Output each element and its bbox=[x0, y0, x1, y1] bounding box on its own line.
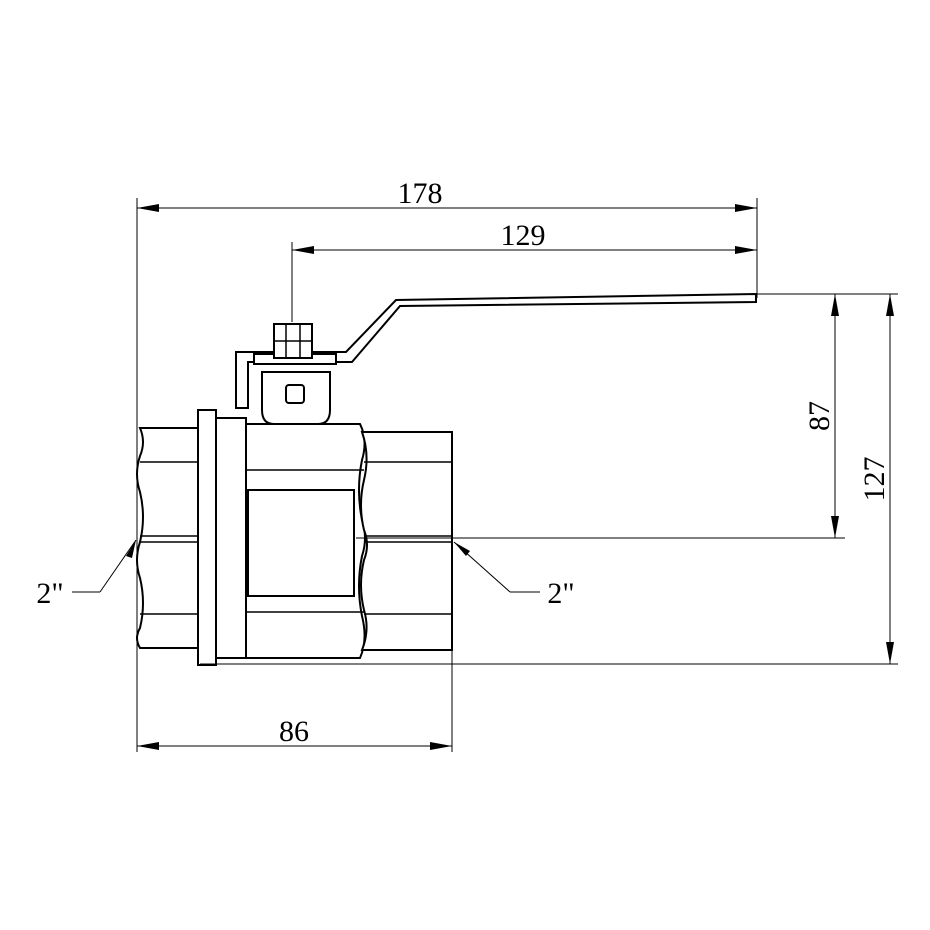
dim-handle-length: 129 bbox=[501, 219, 546, 252]
stem-square bbox=[285, 384, 305, 404]
dim-body-length: 86 bbox=[279, 715, 309, 748]
body-window bbox=[247, 489, 355, 597]
flange-ring bbox=[215, 417, 247, 659]
thread-size-left: 2" bbox=[36, 577, 63, 610]
thread-size-right: 2" bbox=[547, 577, 574, 610]
right-hex-end bbox=[360, 431, 453, 651]
valve-handle bbox=[235, 292, 757, 409]
dim-overall-height: 127 bbox=[858, 457, 891, 502]
dim-overall-length: 178 bbox=[398, 177, 443, 210]
union-nut bbox=[197, 409, 217, 666]
dim-axis-to-handle-height: 87 bbox=[803, 401, 836, 431]
left-hex-end bbox=[136, 427, 199, 649]
valve-body bbox=[136, 371, 453, 666]
dimension-lines bbox=[72, 198, 898, 752]
